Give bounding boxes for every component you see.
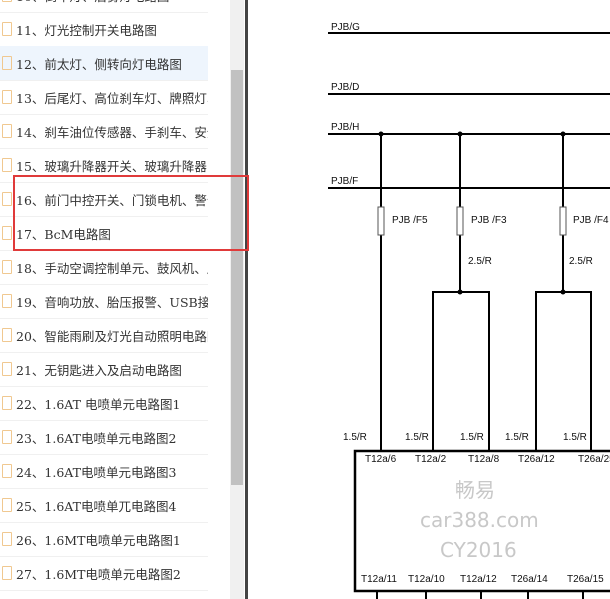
fuse-label: PJB /F3 bbox=[471, 215, 507, 226]
toc-item[interactable]: 18、手动空调控制单元、鼓风机、后除 bbox=[0, 250, 208, 285]
pin-label: T12a/8 bbox=[468, 454, 500, 465]
document-icon bbox=[2, 90, 12, 104]
toc-item-label: 23、1.6AT电喷单元电路图2 bbox=[16, 430, 177, 446]
bus-label: PJB/D bbox=[331, 82, 359, 93]
document-icon bbox=[2, 328, 12, 342]
document-icon bbox=[2, 464, 12, 478]
module-bcm bbox=[353, 449, 610, 593]
toc-item-label: 26、1.6MT电喷单元电路图1 bbox=[16, 532, 181, 548]
toc-item[interactable]: 25、1.6AT电喷单兀电路图4 bbox=[0, 488, 208, 523]
toc-item-label: 15、玻璃升降器开关、玻璃升降器电机 bbox=[16, 158, 208, 174]
document-icon bbox=[2, 158, 12, 172]
wire bbox=[535, 291, 592, 451]
highlight-box bbox=[13, 175, 249, 251]
wire-label: 1.5/R bbox=[505, 432, 529, 443]
pin-label: T12a/6 bbox=[365, 454, 397, 465]
document-icon bbox=[2, 532, 12, 546]
fuse-label: PJB /F4 bbox=[573, 215, 609, 226]
fuse-icon bbox=[559, 206, 567, 236]
toc-item-label: 17、BcM电路图 bbox=[16, 226, 111, 242]
document-icon bbox=[2, 22, 12, 36]
toc-item-label: 16、前门中控开关、门锁电机、警告灯 bbox=[16, 192, 208, 208]
pin-label: T12a/2 bbox=[415, 454, 447, 465]
document-icon bbox=[2, 124, 12, 138]
toc-item[interactable]: 13、后尾灯、高位刹车灯、牌照灯、室 bbox=[0, 80, 208, 115]
toc-item[interactable]: 20、智能雨刷及灯光自动照明电路图 bbox=[0, 318, 208, 353]
toc-item[interactable]: 24、1.6AT电喷单元电路图3 bbox=[0, 454, 208, 489]
toc-item-label: 19、音响功放、胎压报警、USB接口 bbox=[16, 294, 208, 310]
fuse-icon bbox=[377, 206, 385, 236]
toc-item-label: 18、手动空调控制单元、鼓风机、后除 bbox=[16, 260, 208, 276]
pin-label: T26a/12 bbox=[518, 454, 555, 465]
toc-item[interactable]: 27、1.6MT电喷单元电路图2 bbox=[0, 556, 208, 591]
toc-item[interactable]: 15、玻璃升降器开关、玻璃升降器电机 bbox=[0, 148, 208, 183]
watermark: CY2016 bbox=[440, 538, 517, 562]
toc-item-label: 11、灯光控制开关电路图 bbox=[16, 22, 157, 38]
document-icon bbox=[2, 226, 12, 240]
wire-label: 1.5/R bbox=[405, 432, 429, 443]
toc-item[interactable]: 19、音响功放、胎压报警、USB接口 bbox=[0, 284, 208, 319]
wire-label: 1.5/R bbox=[460, 432, 484, 443]
fuse-label: PJB /F5 bbox=[392, 215, 428, 226]
wire-label: 2.5/R bbox=[569, 256, 593, 267]
toc-item[interactable]: 22、1.6AT 电喷单元电路图1 bbox=[0, 386, 208, 421]
scrollbar[interactable] bbox=[230, 0, 244, 599]
toc-item-label: 13、后尾灯、高位刹车灯、牌照灯、室 bbox=[16, 90, 208, 106]
watermark: car388.com bbox=[420, 508, 539, 532]
pin-label: T12a/10 bbox=[408, 574, 445, 585]
pin-label: T12a/11 bbox=[361, 574, 397, 585]
toc-item[interactable]: 23、1.6AT电喷单元电路图2 bbox=[0, 420, 208, 455]
toc-item-label: 12、前太灯、侧转向灯电路图 bbox=[16, 56, 182, 72]
wire-label: 1.5/R bbox=[563, 432, 587, 443]
pin-label: T26a/15 bbox=[567, 574, 604, 585]
document-icon bbox=[2, 566, 12, 580]
document-icon bbox=[2, 192, 12, 206]
bus-label: PJB/F bbox=[331, 176, 358, 187]
toc-item[interactable]: 10、倒车灯、后雾灯电路图 bbox=[0, 0, 208, 13]
bus-label: PJB/G bbox=[331, 22, 360, 33]
toc-item[interactable]: 12、前太灯、侧转向灯电路图 bbox=[0, 46, 208, 81]
toc-item-label: 20、智能雨刷及灯光自动照明电路图 bbox=[16, 328, 208, 344]
toc-item-label: 27、1.6MT电喷单元电路图2 bbox=[16, 566, 181, 582]
wire-label: 1.5/R bbox=[343, 432, 367, 443]
document-icon bbox=[2, 0, 12, 2]
document-icon bbox=[2, 362, 12, 376]
pin-label: T26a/25 bbox=[578, 454, 610, 465]
toc-item-label: 21、无钥匙进入及启动电路图 bbox=[16, 362, 182, 378]
watermark: 畅易 bbox=[455, 478, 495, 502]
toc-item[interactable]: 14、刹车油位传感器、手刹车、安全带 bbox=[0, 114, 208, 149]
document-icon bbox=[2, 260, 12, 274]
toc-item-label: 25、1.6AT电喷单兀电路图4 bbox=[16, 498, 177, 514]
toc-item-label: 24、1.6AT电喷单元电路图3 bbox=[16, 464, 177, 480]
toc-item[interactable]: 21、无钥匙进入及启动电路图 bbox=[0, 352, 208, 387]
toc-item-label: 14、刹车油位传感器、手刹车、安全带 bbox=[16, 124, 208, 140]
fuse-icon bbox=[456, 206, 464, 236]
toc-item[interactable]: 16、前门中控开关、门锁电机、警告灯 bbox=[0, 182, 208, 217]
document-icon bbox=[2, 430, 12, 444]
bus-label: PJB/H bbox=[331, 122, 359, 133]
wire-label: 2.5/R bbox=[468, 256, 492, 267]
toc-item[interactable]: 26、1.6MT电喷单元电路图1 bbox=[0, 522, 208, 557]
toc-item-label: 10、倒车灯、后雾灯电路图 bbox=[16, 0, 169, 5]
toc-panel: 10、倒车灯、后雾灯电路图 11、灯光控制开关电路图 12、前太灯、侧转向灯电路图 1… bbox=[0, 0, 230, 599]
document-icon bbox=[2, 294, 12, 308]
document-icon bbox=[2, 56, 12, 70]
pin-label: T26a/14 bbox=[511, 574, 548, 585]
document-icon bbox=[2, 498, 12, 512]
document-icon bbox=[2, 396, 12, 410]
scrollbar-thumb[interactable] bbox=[231, 70, 243, 485]
toc-item-label: 22、1.6AT 电喷单元电路图1 bbox=[16, 396, 181, 412]
panel-divider[interactable] bbox=[245, 0, 248, 599]
pin-label: T12a/12 bbox=[460, 574, 497, 585]
wire bbox=[432, 291, 490, 451]
